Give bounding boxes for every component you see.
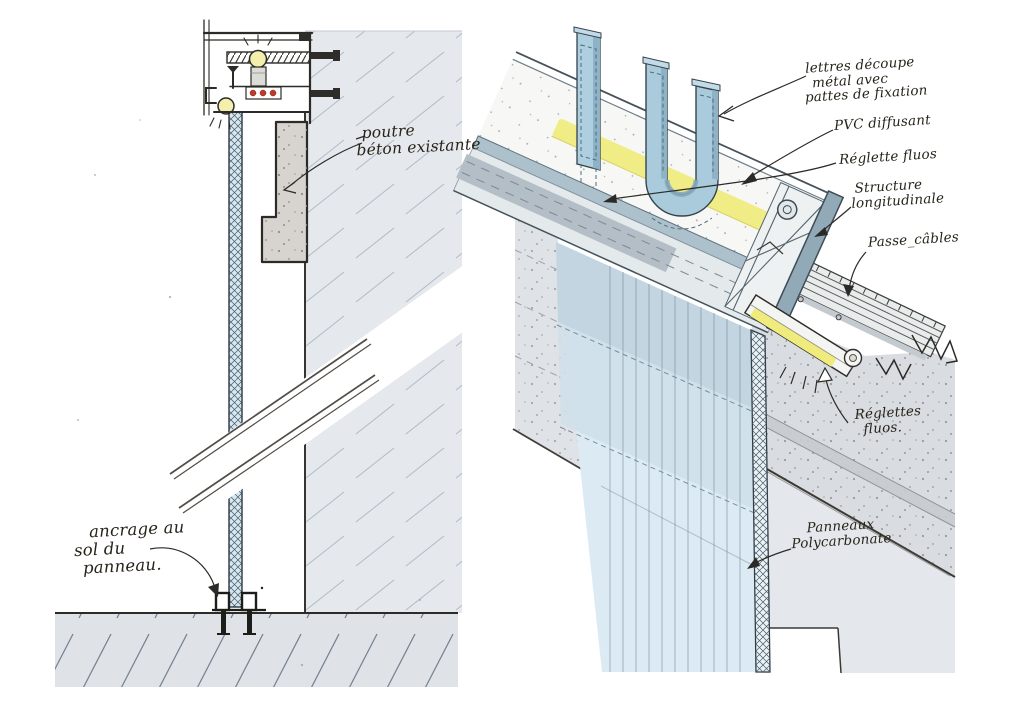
wall-bolt-icon xyxy=(311,52,335,59)
beam-arrowhead-icon xyxy=(282,181,297,194)
fluo-tube-section-icon xyxy=(777,199,798,220)
fluo-tube-yellow xyxy=(749,307,837,367)
floor-anchor-detail xyxy=(212,586,266,635)
label-reglettes-fluos: Réglettes fluos. xyxy=(854,402,922,438)
wall-bolt-icon xyxy=(311,90,335,97)
label-panneaux-polycarbonate: Panneaux Polycarbonate xyxy=(791,516,893,552)
fluo-fixture xyxy=(743,241,863,394)
right-leaders xyxy=(603,75,867,569)
label-ancrage: ancrage au sol du panneau. xyxy=(73,517,185,578)
fluo-strip-yellow xyxy=(552,118,787,239)
panels-arrowhead-icon xyxy=(747,557,760,569)
label-poutre-beton: poutre béton existante xyxy=(356,121,482,160)
anchor-leader-line xyxy=(149,547,215,586)
polycarbonate-panel xyxy=(556,242,771,673)
letters-leader-line xyxy=(723,75,807,115)
metal-letters xyxy=(573,26,721,230)
right-axonometric-drawing xyxy=(452,26,958,674)
light-rays-icon xyxy=(779,366,818,394)
label-structure-longitudinale: Structure longitudinale xyxy=(851,176,945,212)
left-leaders xyxy=(149,135,366,597)
label-lettres-decoupe: lettres découpe métal avec pattes de fix… xyxy=(804,54,929,106)
letter-i xyxy=(573,26,602,188)
left-section-drawing xyxy=(55,19,494,687)
light-bulb-icon xyxy=(248,49,268,69)
cable-tray xyxy=(772,251,947,361)
light-bulb-icon xyxy=(217,97,235,115)
floor xyxy=(55,612,458,687)
beam-leader-line xyxy=(290,142,363,186)
panel-section xyxy=(228,103,243,608)
pvc-leader-line xyxy=(749,129,834,178)
cable-arrowhead-icon xyxy=(843,284,854,297)
paper-flecks xyxy=(77,119,421,667)
reglettes-arrowhead-icon xyxy=(816,366,833,383)
letters-arrowhead-icon xyxy=(717,105,735,122)
corrugation-lines xyxy=(609,266,741,672)
ceiling-light-box xyxy=(202,19,340,130)
concrete-slab-face xyxy=(751,302,956,674)
diagonal-rails xyxy=(132,266,494,545)
reglettes-leader-line xyxy=(825,379,849,424)
reglette-leader-line xyxy=(611,162,837,200)
luminous-box xyxy=(452,51,845,336)
structure-arrowhead-icon xyxy=(814,227,828,237)
anchor-arrowhead-icon xyxy=(208,583,219,597)
concrete-beam xyxy=(260,120,309,264)
reglette-arrowhead-icon xyxy=(603,194,617,203)
break-line-icon xyxy=(875,334,958,381)
